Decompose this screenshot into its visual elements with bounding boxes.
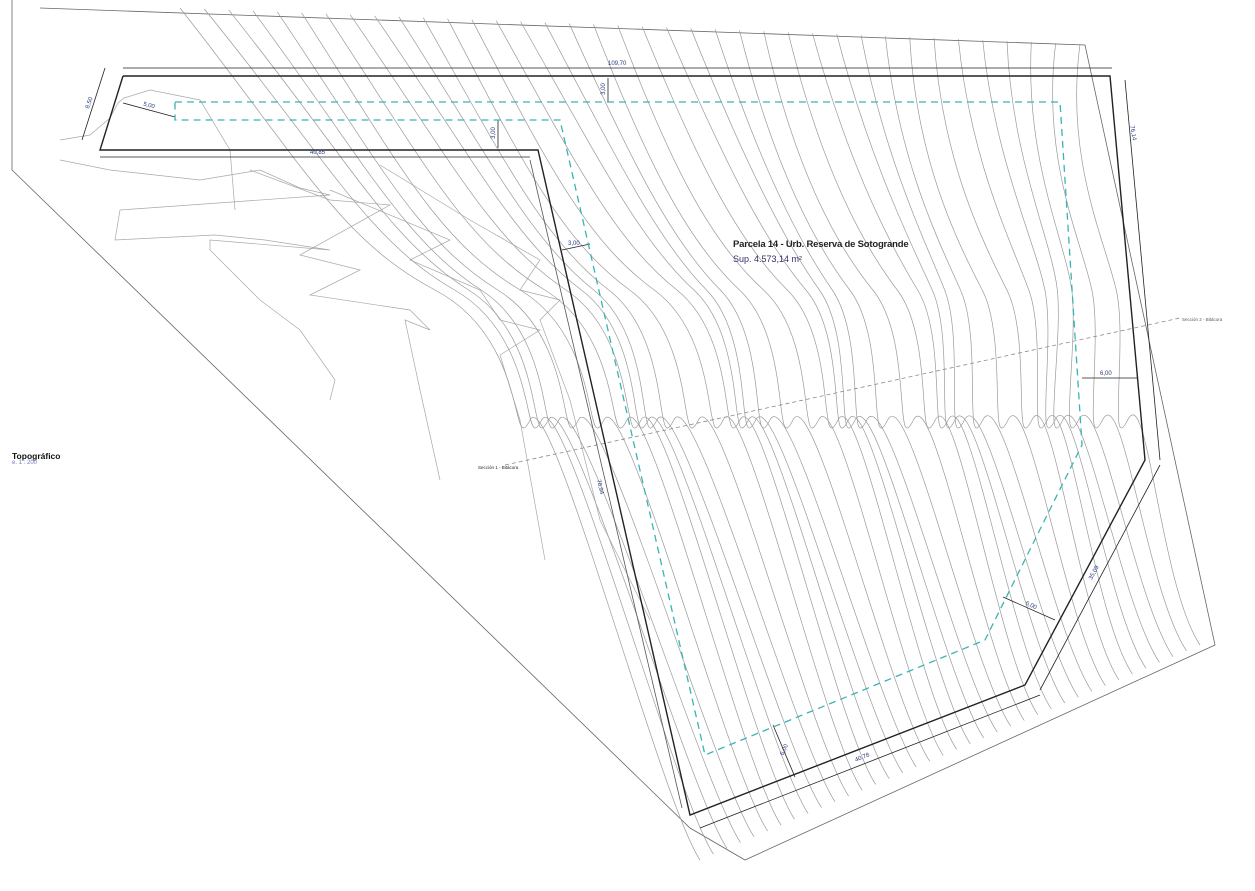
contour-line bbox=[593, 24, 931, 762]
dim-inner-top-setback: 3,00 bbox=[490, 127, 497, 139]
contour-line bbox=[666, 27, 971, 744]
contour-line bbox=[398, 16, 822, 808]
contour-line bbox=[1030, 42, 1174, 657]
section-line bbox=[504, 317, 1181, 466]
contour-line bbox=[739, 30, 1012, 727]
parcel-area: Sup. 4.573,14 m² bbox=[733, 254, 803, 264]
parcel-boundary bbox=[99, 75, 1146, 816]
contour-line bbox=[1052, 42, 1187, 652]
contour-line bbox=[495, 20, 876, 785]
contour-line bbox=[860, 35, 1079, 698]
dim-top: 109,70 bbox=[608, 61, 627, 67]
contours-left bbox=[59, 89, 651, 621]
contour-line bbox=[301, 12, 768, 832]
contour-line bbox=[179, 7, 701, 861]
dim-right-setback: 6,00 bbox=[1100, 371, 1112, 377]
contour-line bbox=[836, 34, 1066, 704]
contour-line bbox=[422, 17, 836, 803]
dim-left-side-setback: 3,00 bbox=[568, 241, 580, 247]
contour-line bbox=[1006, 41, 1160, 663]
contour-line bbox=[933, 38, 1120, 681]
contour-line bbox=[982, 40, 1147, 669]
contour-line bbox=[471, 19, 863, 791]
dimension-lines bbox=[81, 67, 1161, 829]
contour-line bbox=[787, 32, 1039, 715]
contour-line bbox=[763, 31, 1025, 721]
contour-line bbox=[228, 9, 728, 849]
contour-line bbox=[374, 15, 809, 814]
dim-top-left-stub: 40,85 bbox=[310, 150, 326, 156]
contour-line bbox=[349, 14, 795, 820]
contour-line bbox=[544, 22, 903, 774]
view-scale: e. 1 : 200 bbox=[12, 460, 38, 466]
contours bbox=[179, 7, 1201, 861]
contour-line bbox=[958, 39, 1133, 675]
contour-line bbox=[204, 8, 714, 855]
contour-line bbox=[1076, 43, 1201, 646]
contour-line bbox=[617, 25, 944, 756]
view-title: Topográfico bbox=[12, 451, 61, 461]
contour-line bbox=[714, 29, 998, 733]
contour-line bbox=[641, 26, 958, 750]
contour-line bbox=[447, 18, 849, 797]
contour-line bbox=[909, 37, 1106, 686]
contour-line bbox=[812, 33, 1052, 710]
contour-line bbox=[252, 10, 741, 843]
section-1-label: Sección 1 - Bitácora bbox=[478, 465, 519, 470]
dim-top-setback: 3,00 bbox=[600, 83, 607, 95]
contour-line bbox=[325, 13, 782, 826]
contour-line bbox=[885, 36, 1093, 692]
contour-line bbox=[520, 21, 890, 779]
contour-line bbox=[277, 11, 755, 837]
parcel-boundary-inner bbox=[529, 159, 683, 809]
site-outline bbox=[11, 0, 1216, 861]
setback-line bbox=[174, 101, 1083, 756]
contour-line bbox=[690, 28, 985, 739]
parcel-title: Parcela 14 - Urb. Reserva de Sotogrande bbox=[733, 239, 909, 250]
section-2-label: Sección 2 - Bitácora bbox=[1182, 317, 1223, 322]
